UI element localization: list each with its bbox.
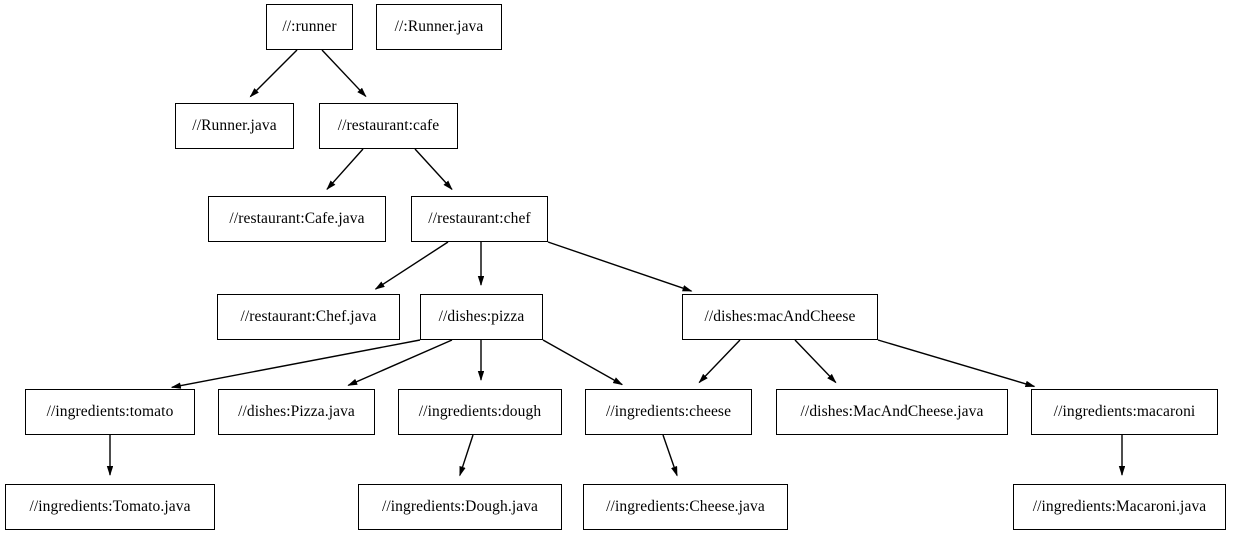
graph-node-label: //restaurant:Cafe.java <box>229 210 365 228</box>
graph-node-restaurant_cafe[interactable]: //restaurant:cafe <box>319 103 458 149</box>
graph-node-label: //ingredients:cheese <box>605 403 732 421</box>
graph-node-label: //ingredients:Tomato.java <box>29 498 191 516</box>
graph-node-label: //dishes:MacAndCheese.java <box>800 403 984 421</box>
graph-node-label: //restaurant:Chef.java <box>240 308 377 326</box>
graph-node-mac_java[interactable]: //dishes:MacAndCheese.java <box>776 389 1008 435</box>
graph-node-ing_macaroni[interactable]: //ingredients:macaroni <box>1031 389 1218 435</box>
graph-node-chef_java[interactable]: //restaurant:Chef.java <box>217 294 400 340</box>
graph-node-dishes_pizza[interactable]: //dishes:pizza <box>420 294 543 340</box>
graph-node-dishes_mac[interactable]: //dishes:macAndCheese <box>682 294 878 340</box>
graph-node-macaroni_java[interactable]: //ingredients:Macaroni.java <box>1013 484 1226 530</box>
graph-node-pizza_java[interactable]: //dishes:Pizza.java <box>218 389 375 435</box>
graph-node-label: //dishes:macAndCheese <box>704 308 856 326</box>
graph-node-ing_dough[interactable]: //ingredients:dough <box>398 389 562 435</box>
graph-node-ing_cheese[interactable]: //ingredients:cheese <box>585 389 752 435</box>
graph-node-runner_java[interactable]: //Runner.java <box>175 103 294 149</box>
graph-node-ing_tomato[interactable]: //ingredients:tomato <box>25 389 195 435</box>
graph-node-label: //:Runner.java <box>394 18 484 36</box>
graph-node-label: //ingredients:dough <box>418 403 542 421</box>
graph-node-cafe_java[interactable]: //restaurant:Cafe.java <box>208 196 386 242</box>
graph-node-label: //restaurant:chef <box>428 210 531 228</box>
graph-node-label: //dishes:Pizza.java <box>238 403 355 421</box>
graph-node-label: //ingredients:Macaroni.java <box>1032 498 1207 516</box>
graph-node-runner[interactable]: //:runner <box>266 4 353 50</box>
graph-node-tomato_java[interactable]: //ingredients:Tomato.java <box>5 484 215 530</box>
graph-node-label: //restaurant:cafe <box>337 117 440 135</box>
graph-node-restaurant_chef[interactable]: //restaurant:chef <box>411 196 548 242</box>
graph-node-label: //ingredients:Cheese.java <box>606 498 765 516</box>
graph-node-cheese_java[interactable]: //ingredients:Cheese.java <box>583 484 788 530</box>
graph-node-label: //ingredients:macaroni <box>1053 403 1196 421</box>
graph-node-label: //:runner <box>282 18 337 36</box>
graph-node-label: //Runner.java <box>192 117 277 135</box>
graph-node-dough_java[interactable]: //ingredients:Dough.java <box>358 484 562 530</box>
graph-node-label: //ingredients:tomato <box>46 403 174 421</box>
graph-node-label: //dishes:pizza <box>438 308 525 326</box>
graph-node-runner_java_root[interactable]: //:Runner.java <box>376 4 502 50</box>
graph-node-label: //ingredients:Dough.java <box>381 498 539 516</box>
